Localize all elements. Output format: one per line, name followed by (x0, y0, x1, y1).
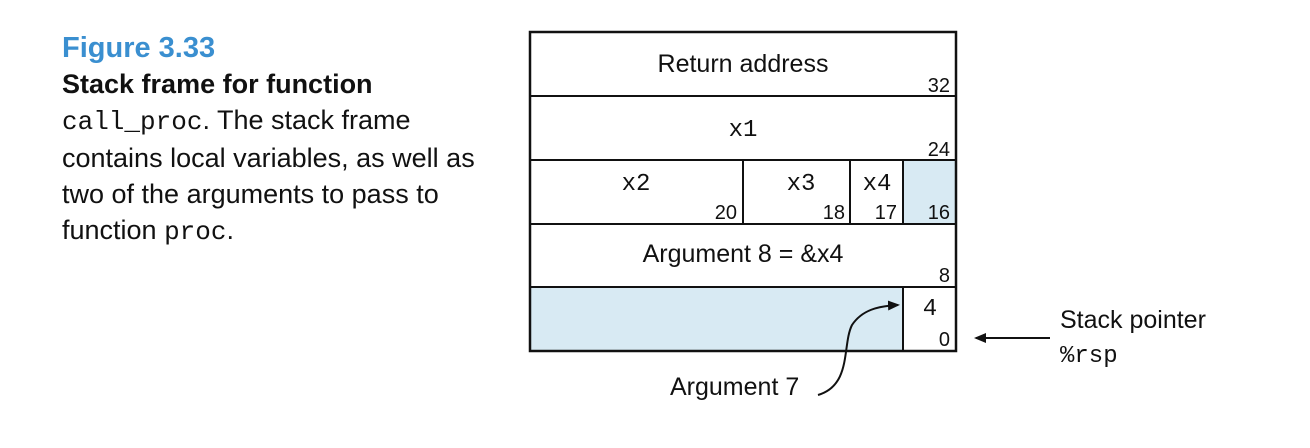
caption-func-arg: proc (164, 217, 227, 247)
argument7-arrow (817, 300, 900, 396)
return-address-label: Return address (658, 50, 829, 78)
caption-text-end: . (226, 215, 235, 245)
x3-label: x3 (787, 171, 816, 198)
offset-17: 17 (875, 202, 897, 224)
padding-cell (903, 160, 956, 224)
argument7-value: 4 (923, 296, 937, 323)
x4-label: x4 (863, 171, 892, 198)
x1-label: x1 (729, 117, 758, 144)
stack-frame-border (528, 30, 958, 353)
offset-16: 16 (928, 202, 950, 224)
offset-20: 20 (715, 202, 737, 224)
stack-pointer-label: Stack pointer (1060, 306, 1206, 334)
unused-region (530, 287, 903, 351)
figure-number: Figure 3.33 (62, 32, 216, 64)
argument7-annotation: Argument 7 (670, 373, 799, 401)
argument8-label: Argument 8 = &x4 (643, 240, 844, 268)
offset-32: 32 (928, 75, 950, 97)
rsp-label: %rsp (1060, 343, 1118, 370)
offset-18: 18 (823, 202, 845, 224)
caption-text: . The stack frame contains local variabl… (62, 105, 475, 245)
caption-body: Stack frame for function call_proc. The … (62, 66, 482, 250)
caption-func-name: call_proc (62, 107, 203, 137)
figure-caption: Figure 3.33 Stack frame for function cal… (62, 30, 482, 250)
offset-8: 8 (939, 265, 950, 287)
offset-0: 0 (939, 329, 950, 351)
x2-label: x2 (622, 171, 651, 198)
offset-24: 24 (928, 139, 950, 161)
caption-title: Stack frame for function (62, 69, 373, 99)
